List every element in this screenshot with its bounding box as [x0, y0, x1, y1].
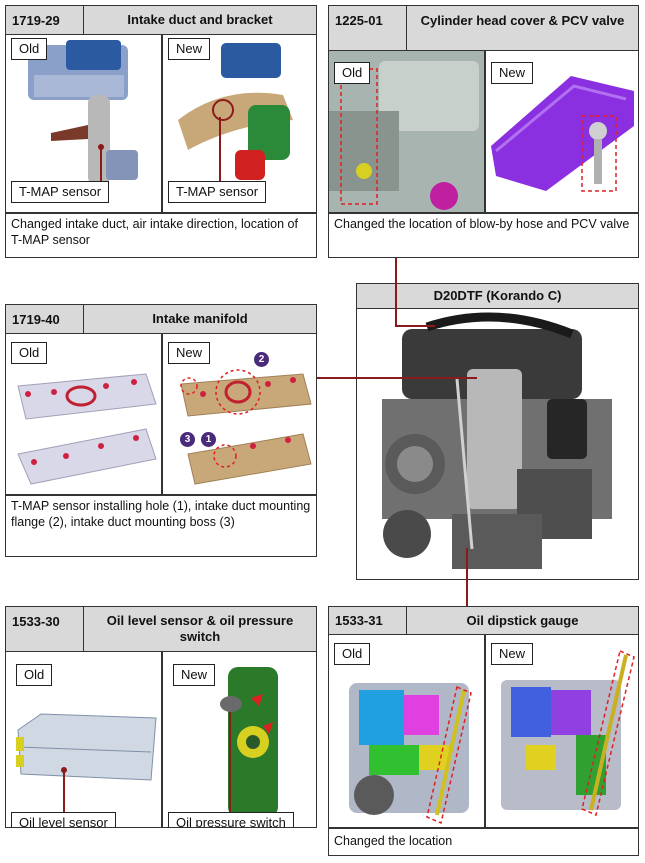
- connector-manifold-to-engine: [317, 377, 477, 379]
- manifold-new-illustration: [180, 369, 312, 485]
- part-code: 1719-40: [6, 305, 84, 333]
- new-label: New: [168, 342, 211, 364]
- old-image-cell: Old: [6, 334, 161, 494]
- oil-pressure-new-illustration: [220, 667, 278, 817]
- manifold-old-illustration: [17, 373, 157, 485]
- new-image-cell: New: [486, 51, 638, 212]
- new-label: New: [491, 62, 534, 84]
- part-code: 1533-31: [329, 607, 407, 634]
- column-divider: [484, 635, 486, 827]
- engine-illustration: [382, 312, 612, 569]
- panel-dipstick: 1533-31 Oil dipstick gauge Old New Chang: [328, 606, 639, 856]
- column-divider: [161, 652, 163, 827]
- row-divider: [329, 827, 638, 829]
- panel-header: 1719-29 Intake duct and bracket: [6, 6, 316, 35]
- panel-intake-duct: 1719-29 Intake duct and bracket Old T-MA…: [5, 5, 317, 258]
- panel-header: 1533-30 Oil level sensor & oil pressure …: [6, 607, 316, 652]
- cylinder-head-old-illustration: [329, 51, 484, 212]
- new-sensor-caption: T-MAP sensor: [168, 181, 267, 203]
- callout-badge-3: 3: [180, 432, 195, 447]
- callout-badge-1: 1: [201, 432, 216, 447]
- row-divider: [6, 494, 316, 496]
- old-image-cell: Old Oil level sensor: [6, 652, 161, 827]
- oil-pan-old-illustration: [16, 713, 157, 781]
- panel-header: 1533-31 Oil dipstick gauge: [329, 607, 638, 635]
- sensor-leader-line: [219, 117, 221, 183]
- panel-oil-level: 1533-30 Oil level sensor & oil pressure …: [5, 606, 317, 828]
- column-divider: [161, 35, 163, 212]
- old-sensor-caption: Oil level sensor: [11, 812, 116, 827]
- old-label: Old: [16, 664, 53, 686]
- new-label: New: [491, 643, 534, 665]
- sensor-leader-line: [100, 147, 102, 183]
- panel-description: Changed the location: [334, 834, 453, 848]
- row-divider: [6, 212, 316, 214]
- old-image-cell: Old: [329, 635, 484, 827]
- part-code: 1719-29: [6, 6, 84, 34]
- panel-title: Intake manifold: [152, 311, 248, 326]
- new-image-cell: New Oil pressure switch: [163, 652, 316, 827]
- row-divider: [329, 212, 638, 214]
- connector-cylinder-to-engine: [395, 258, 397, 326]
- panel-cylinder-head: 1225-01 Cylinder head cover & PCV valve …: [328, 5, 639, 258]
- new-label: New: [173, 664, 216, 686]
- panel-intake-manifold: 1719-40 Intake manifold Old: [5, 304, 317, 557]
- old-label: Old: [11, 342, 48, 364]
- panel-engine: D20DTF (Korando C): [356, 283, 639, 580]
- new-image-cell: New: [486, 635, 638, 827]
- panel-title: Cylinder head cover & PCV valve: [420, 13, 625, 28]
- panel-title: Intake duct and bracket: [127, 12, 273, 27]
- panel-header: 1225-01 Cylinder head cover & PCV valve: [329, 6, 638, 51]
- panel-description: Changed intake duct, air intake directio…: [11, 217, 298, 247]
- intake-duct-old-illustration: [28, 40, 138, 185]
- part-code: 1533-30: [6, 607, 84, 651]
- part-code: 1225-01: [329, 6, 407, 50]
- new-image-cell: New T-MAP sensor: [163, 35, 316, 212]
- switch-leader-line: [229, 712, 231, 818]
- sensor-leader-line: [63, 770, 65, 818]
- old-label: Old: [11, 38, 48, 60]
- old-image-cell: Old T-MAP sensor: [6, 35, 161, 212]
- new-image-cell: New 2 3 1: [163, 334, 316, 494]
- panel-title: Oil dipstick gauge: [466, 612, 579, 628]
- cylinder-head-new-illustration: [491, 76, 634, 192]
- dipstick-new-illustration: [501, 649, 635, 817]
- panel-description: T-MAP sensor installing hole (1), intake…: [11, 499, 311, 529]
- old-label: Old: [334, 643, 371, 665]
- column-divider: [161, 334, 163, 494]
- panel-title: Oil level sensor & oil pressure switch: [106, 613, 294, 644]
- engine-image-cell: [357, 309, 637, 578]
- panel-header: D20DTF (Korando C): [357, 284, 638, 309]
- intake-duct-new-illustration: [178, 43, 293, 180]
- panel-header: 1719-40 Intake manifold: [6, 305, 316, 334]
- column-divider: [484, 51, 486, 212]
- panel-description: Changed the location of blow-by hose and…: [334, 217, 630, 231]
- connector-engine-to-dipstick: [466, 548, 468, 606]
- new-switch-caption: Oil pressure switch: [168, 812, 294, 827]
- old-sensor-caption: T-MAP sensor: [11, 181, 110, 203]
- old-label: Old: [334, 62, 371, 84]
- new-label: New: [168, 38, 211, 60]
- callout-badge-2: 2: [254, 352, 269, 367]
- engine-title: D20DTF (Korando C): [433, 288, 562, 303]
- old-image-cell: Old: [329, 51, 484, 212]
- dipstick-old-illustration: [349, 683, 472, 825]
- connector-cylinder-to-engine-elbow: [395, 325, 435, 327]
